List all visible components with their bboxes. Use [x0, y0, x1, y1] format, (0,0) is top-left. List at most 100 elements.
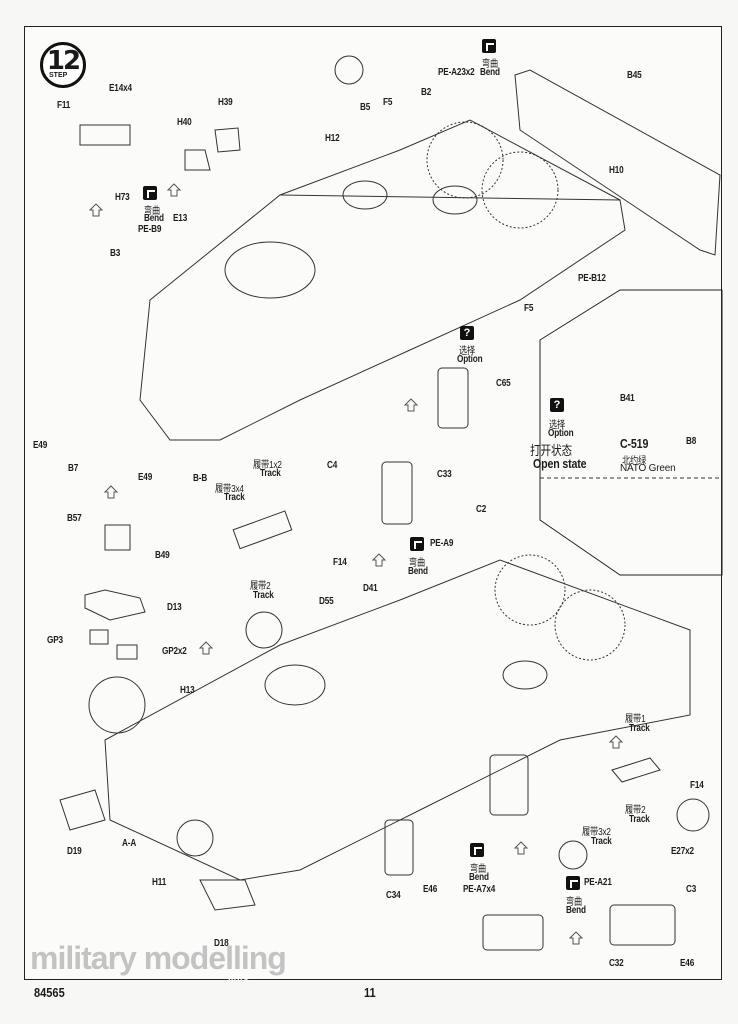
bubble-track-mid	[245, 611, 283, 649]
part-label: GP2x2	[162, 646, 187, 657]
part-label: E46	[423, 884, 438, 895]
door-c34	[384, 819, 414, 876]
part-label: C32	[609, 958, 624, 969]
part-label: H39	[218, 97, 233, 108]
part-h39	[214, 127, 241, 153]
part-label: PE-A7x4	[463, 884, 496, 895]
direction-arrow	[568, 931, 584, 945]
track-en-label: Track	[629, 723, 650, 734]
direction-arrow	[608, 735, 624, 749]
bend-cn-label: 弯曲	[470, 864, 487, 875]
bend-en-label: Bend	[480, 67, 500, 78]
part-label: H10	[609, 165, 624, 176]
open-state-cn-label: 打开状态	[530, 443, 572, 458]
part-b49	[104, 524, 131, 551]
part-label: H11	[152, 877, 167, 888]
bend-icon	[410, 537, 424, 551]
grille-bottom-2	[554, 589, 626, 661]
watermark-sub: .info	[228, 972, 250, 983]
bend-en-label: Bend	[408, 566, 428, 577]
track-cn-label: 履带3x2	[582, 827, 611, 838]
step-badge: 12 STEP	[40, 42, 86, 88]
track-link-bottom	[611, 757, 661, 783]
bubble-track-left	[558, 840, 588, 870]
hatch-ring-bottom	[502, 660, 548, 690]
part-label: C33	[437, 469, 452, 480]
bend-cn-label: 弯曲	[566, 897, 583, 908]
part-label: B7	[68, 463, 79, 474]
option-icon: ?	[460, 326, 474, 340]
kit-number: 84565	[34, 985, 65, 1000]
turret-ring-top	[224, 241, 316, 299]
part-label: PE-A21	[584, 877, 612, 888]
track-cn-label: 履带1	[625, 714, 646, 725]
track-link-top	[232, 510, 293, 550]
part-h73-grille	[79, 124, 131, 146]
part-label: C3	[686, 884, 697, 895]
part-gp3	[89, 629, 109, 645]
part-d18	[199, 879, 256, 911]
grille-bottom-1	[494, 554, 566, 626]
turret-ring-bottom	[264, 664, 326, 706]
bend-icon	[470, 843, 484, 857]
c32-plate	[609, 904, 676, 946]
track-en-label: Track	[224, 492, 245, 503]
pe-a7-plate	[482, 914, 544, 951]
option-cn-label: 选择	[459, 346, 476, 357]
part-label: B41	[620, 393, 635, 404]
option-cn-label: 选择	[549, 420, 566, 431]
part-label: H13	[180, 685, 195, 696]
cable-reel-a-a	[176, 819, 214, 857]
bend-icon	[566, 876, 580, 890]
part-label: D19	[67, 846, 82, 857]
b45-panel	[514, 69, 721, 256]
bend-icon	[482, 39, 496, 53]
door-right	[489, 754, 529, 816]
part-label: D18	[214, 938, 229, 949]
lower-hull-outline	[104, 559, 691, 881]
part-d13	[84, 589, 146, 621]
part-label: D55	[319, 596, 334, 607]
bubble-top-hatch	[334, 55, 364, 85]
part-label: B8	[686, 436, 697, 447]
hatch-ring-2	[432, 185, 478, 215]
color-en-label: NATO Green	[620, 463, 676, 474]
direction-arrow	[403, 398, 419, 412]
part-label: PE-A9	[430, 538, 454, 549]
bend-icon	[143, 186, 157, 200]
part-label: E49	[138, 472, 153, 483]
part-label: A-A	[122, 838, 137, 849]
track-cn-label: 履带1x2	[253, 460, 282, 471]
option-icon: ?	[550, 398, 564, 412]
direction-arrow	[198, 641, 214, 655]
part-label: F14	[690, 780, 704, 791]
part-gp2	[116, 644, 138, 660]
part-label: E46	[680, 958, 695, 969]
upper-hull-outline	[139, 119, 626, 441]
upper-hull-deck-line	[279, 194, 621, 201]
part-label: H12	[325, 133, 340, 144]
part-label: B57	[67, 513, 82, 524]
part-label: D13	[167, 602, 182, 613]
part-label: C-519	[620, 436, 649, 451]
direction-arrow	[103, 485, 119, 499]
part-label: C2	[476, 504, 487, 515]
inset-box-outline	[539, 289, 723, 576]
direction-arrow	[88, 203, 104, 217]
option-en-label: Option	[457, 354, 483, 365]
direction-arrow	[513, 841, 529, 855]
door-c33	[381, 461, 413, 525]
part-h40	[184, 149, 211, 171]
instruction-page-frame	[24, 26, 722, 980]
part-label: C65	[496, 378, 511, 389]
part-label: PE-B9	[138, 224, 162, 235]
part-label: B2	[421, 87, 432, 98]
track-cn-label: 履带2	[250, 581, 271, 592]
part-label: GP3	[47, 635, 63, 646]
part-label: C4	[327, 460, 338, 471]
bend-en-label: Bend	[144, 213, 164, 224]
track-en-label: Track	[629, 814, 650, 825]
grille-top-2	[481, 151, 559, 229]
option-en-label: Option	[548, 428, 574, 439]
bend-en-label: Bend	[566, 905, 586, 916]
